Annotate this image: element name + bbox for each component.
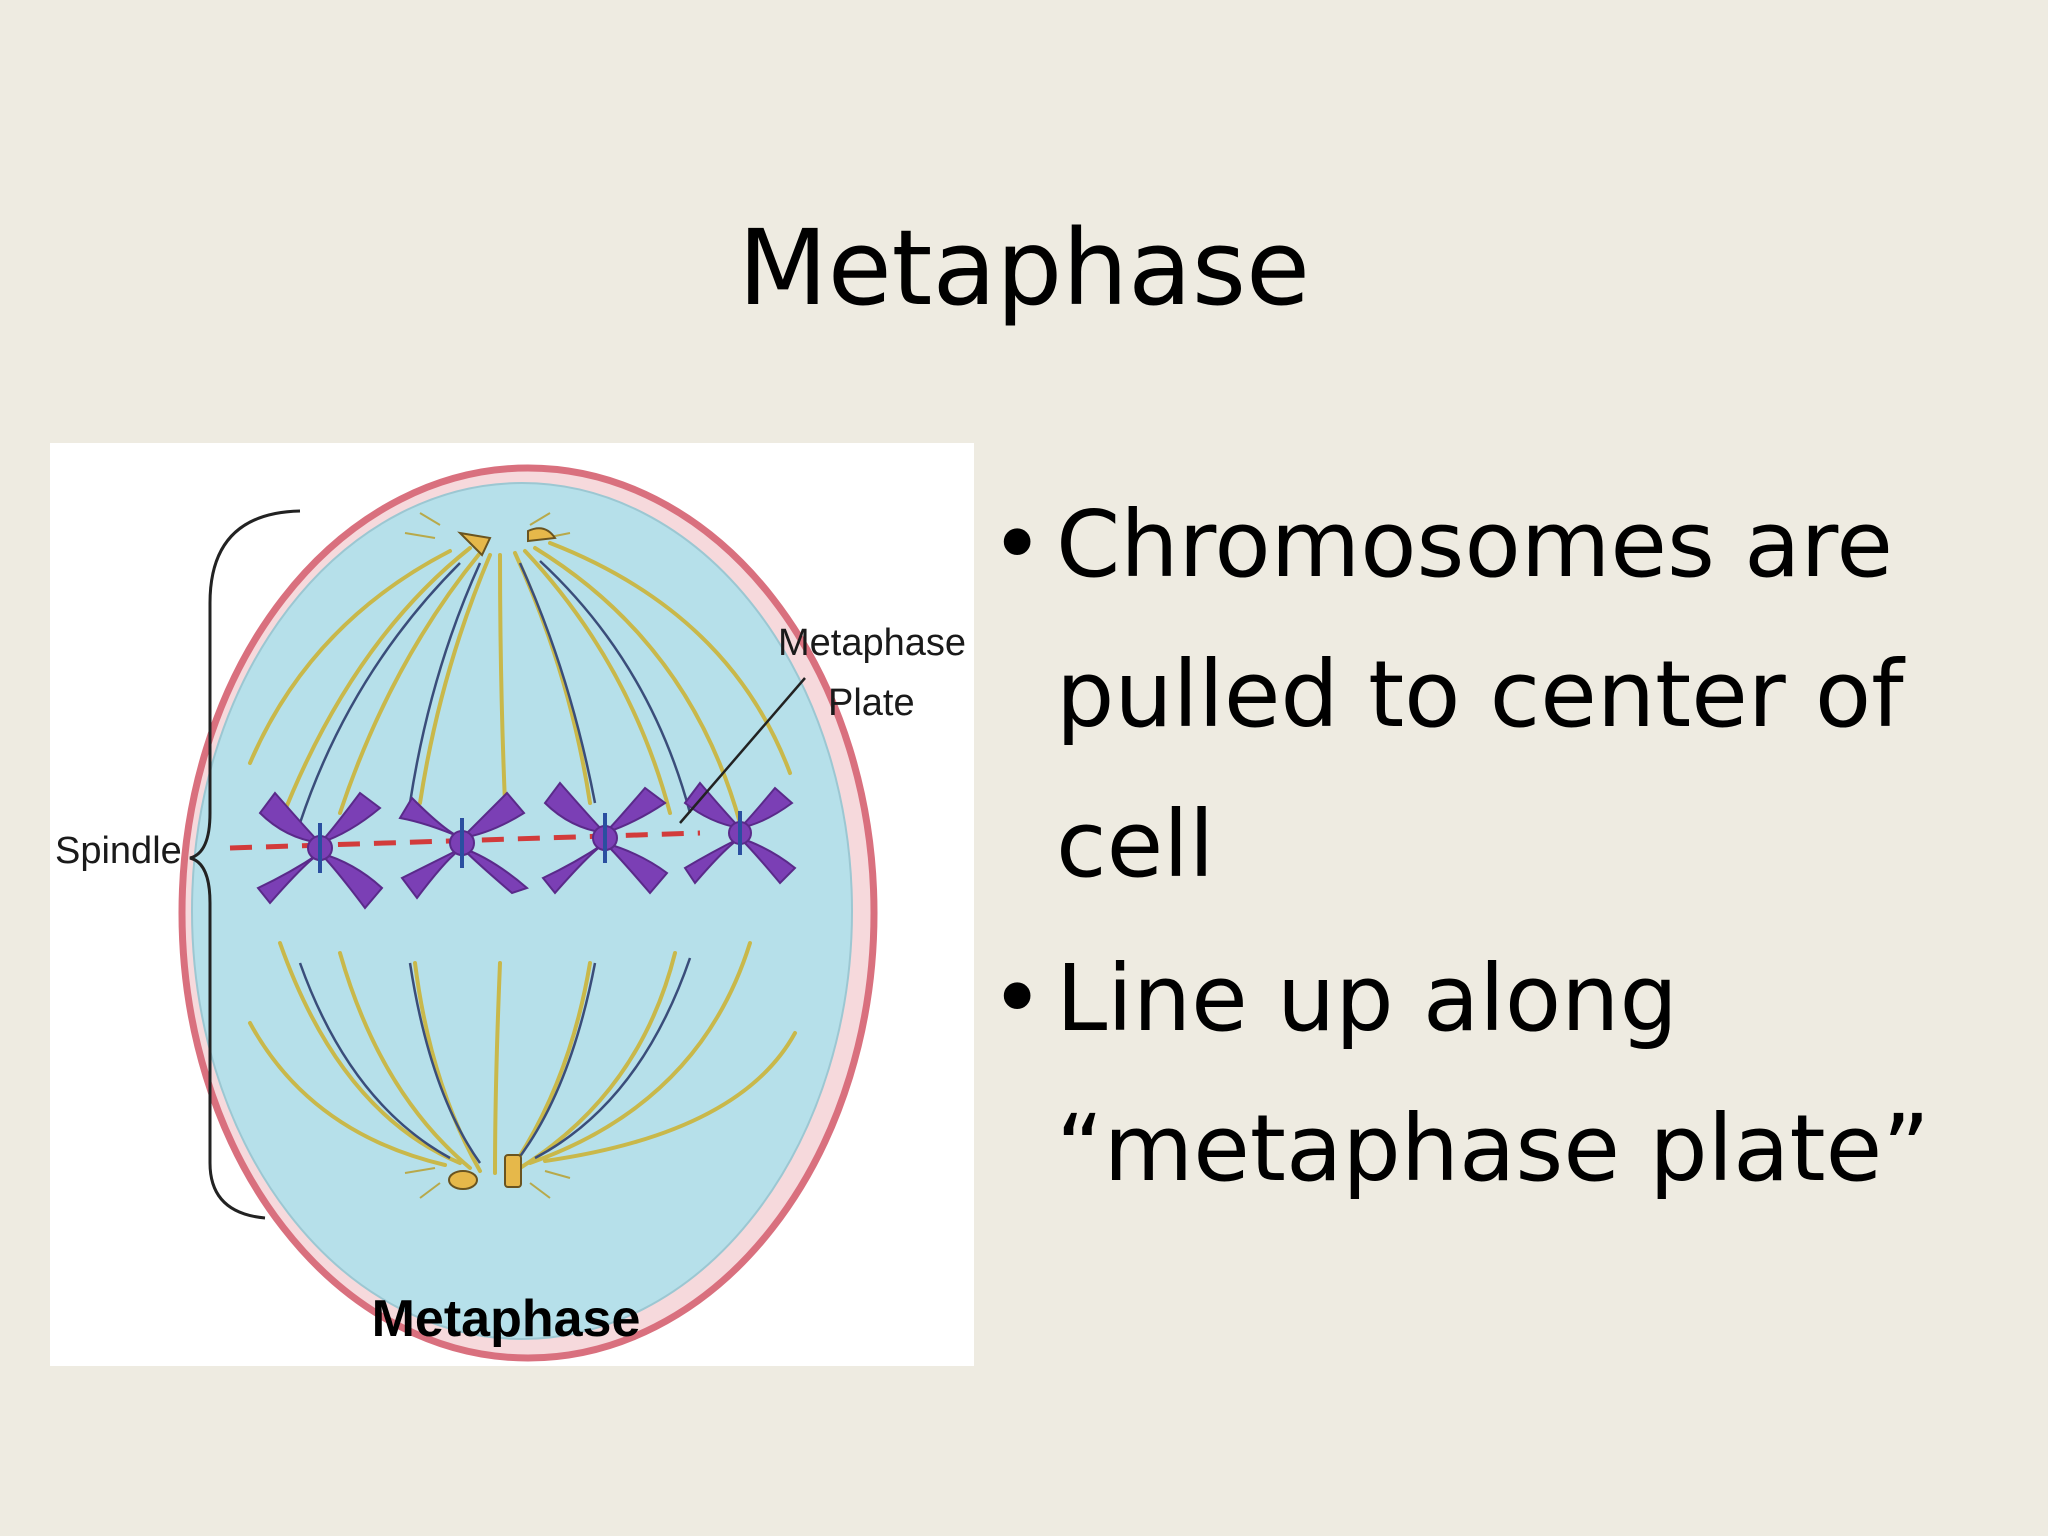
bullet-list: • Chromosomes are pulled to center of ce… <box>990 470 2030 1228</box>
bullet-item-line-up: • Line up along “metaphase plate” <box>990 924 2030 1224</box>
spindle-brace <box>189 509 301 1220</box>
metaphase-plate-pointer <box>679 677 806 824</box>
metaphase-diagram: Spindle Metaphase Plate Metaphase <box>50 443 974 1366</box>
chromosomes <box>256 781 797 910</box>
chromosome-3 <box>541 781 669 895</box>
spindle-fibers <box>248 541 797 1175</box>
astral-rays <box>404 512 571 1199</box>
bullet-marker: • <box>990 491 1045 598</box>
bullet-text: Chromosomes are pulled to center of cell <box>1056 491 1904 898</box>
chromosome-4 <box>683 781 797 885</box>
centromeres <box>318 811 742 873</box>
kinetochore-fibers <box>298 560 692 1164</box>
metaphase-cell-illustration: Spindle Metaphase Plate Metaphase <box>55 464 966 1362</box>
centrioles-top <box>457 527 557 557</box>
slide-title: Metaphase <box>737 207 1311 329</box>
cell-cytoplasm <box>191 482 853 1340</box>
bullet-marker: • <box>990 945 1045 1052</box>
bullet-text: Line up along “metaphase plate” <box>1056 945 1930 1202</box>
bullet-item-chromosomes-pulled: • Chromosomes are pulled to center of ce… <box>990 470 2030 920</box>
spindle-label: Spindle <box>55 830 182 872</box>
metaphase-plate-label-line2: Plate <box>828 682 915 724</box>
centrioles-bottom <box>448 1154 522 1190</box>
metaphase-plate-label-line1: Metaphase <box>778 622 966 664</box>
figure-caption: Metaphase <box>372 1290 641 1348</box>
